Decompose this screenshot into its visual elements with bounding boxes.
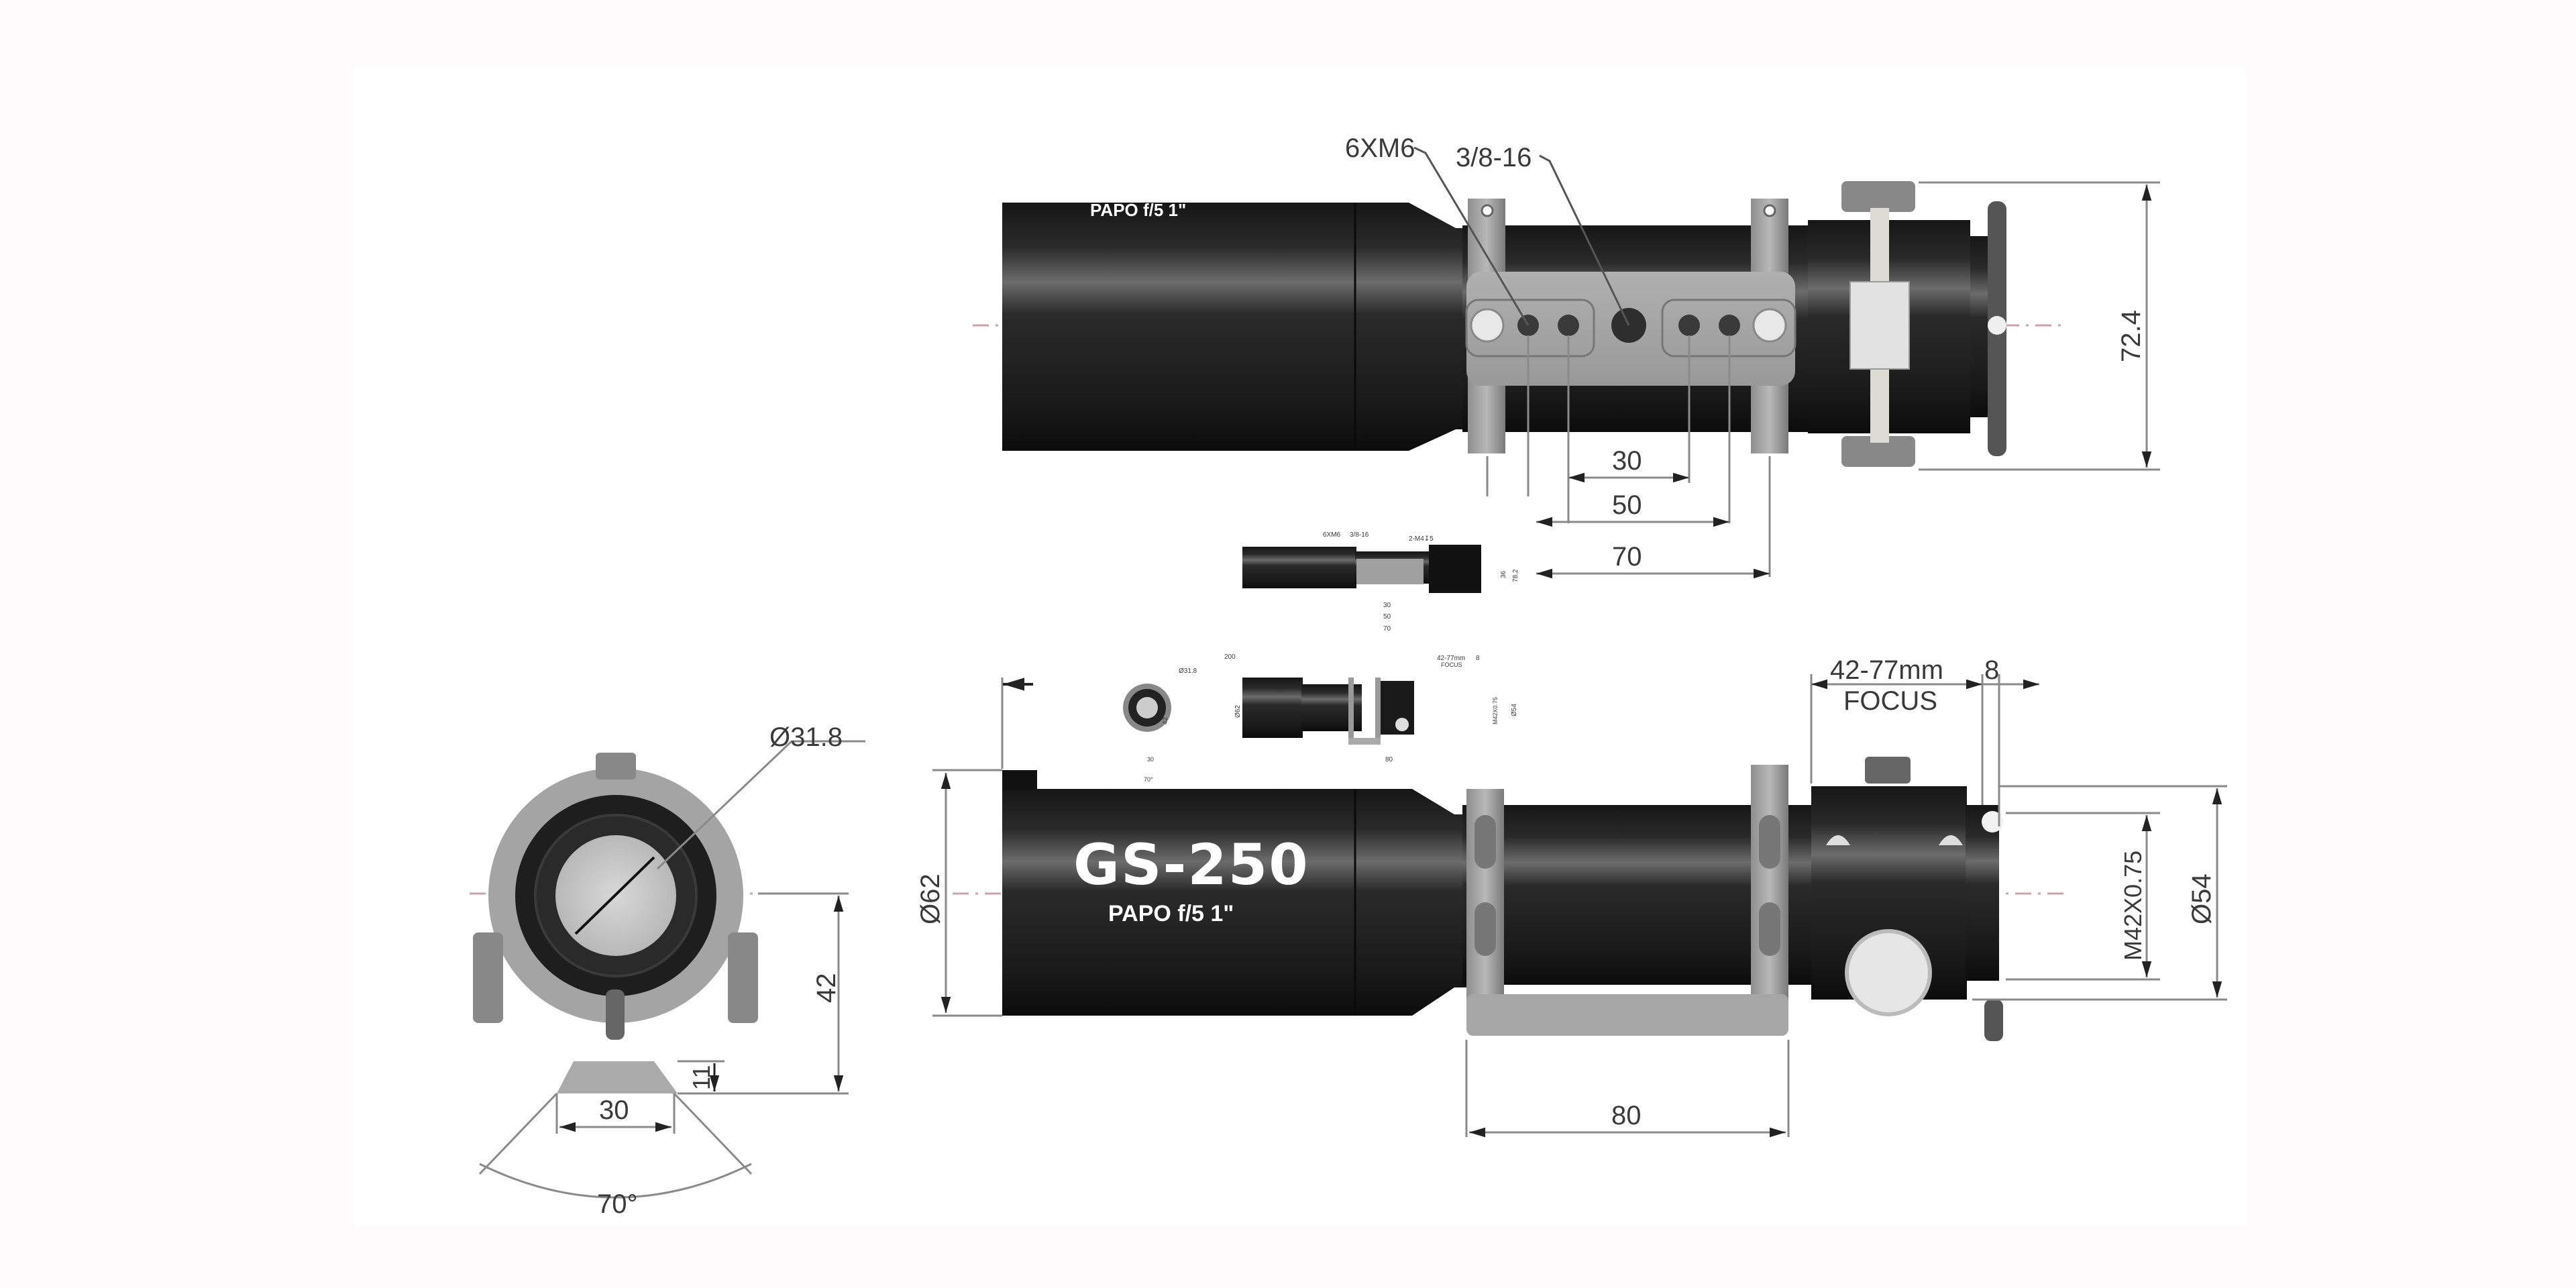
inset-dim-62: Ø62	[1234, 705, 1242, 718]
dim-m42: M42X0.75	[2119, 851, 2147, 961]
m6-hole	[1719, 315, 1740, 336]
inset-dim-50: 50	[1383, 613, 1391, 621]
inset-dim-54: Ø54	[1511, 704, 1518, 716]
dim-11: 11	[688, 1065, 715, 1090]
inset-dim-30: 30	[1383, 602, 1391, 609]
dim-focus-range: 42-77mm	[1830, 655, 1943, 685]
inset-focus-label: FOCUS	[1441, 661, 1462, 668]
inset-dim-70: 70	[1383, 625, 1391, 633]
objective-tube	[1002, 203, 1469, 451]
m6-hole	[1558, 315, 1579, 336]
inset-callout-6xm6: 6XM6	[1323, 531, 1341, 539]
inset-callout-m4: 2-M4↧5	[1409, 535, 1434, 543]
dim-30: 30	[1612, 446, 1642, 476]
dim-50: 50	[1612, 490, 1642, 520]
m6-hole	[1678, 315, 1700, 336]
end-view	[470, 740, 865, 1199]
product-subtitle: PAPO f/5 1"	[1108, 901, 1234, 926]
callout-6xm6: 6XM6	[1345, 133, 1415, 163]
inset-thumbnail	[1038, 545, 1536, 788]
inset-dim-8: 8	[1476, 655, 1480, 662]
top-view	[973, 146, 2160, 579]
lock-knob	[1865, 757, 1911, 784]
dim-80: 80	[1611, 1101, 1642, 1130]
inset-dim-m42: M42X0.75	[1492, 697, 1499, 724]
inset-dim-78: 78.2	[1512, 569, 1519, 582]
dim-30-foot: 30	[599, 1095, 629, 1125]
dim-8: 8	[1984, 655, 1999, 685]
pinion-block	[1849, 281, 1910, 370]
brand-label: GS-250	[1073, 832, 1309, 898]
inset-dim-70deg: 70°	[1144, 776, 1153, 783]
dim-bore-31-8: Ø31.8	[769, 722, 843, 752]
screw-head	[1470, 308, 1505, 343]
inset-dim-focus: 42-77mm	[1437, 655, 1465, 662]
dovetail-foot	[557, 1061, 678, 1093]
tube-ring-rear	[1751, 765, 1788, 1024]
inset-dim-200: 200	[1224, 653, 1236, 661]
dim-dia-62: Ø62	[916, 873, 945, 924]
inset-dim-bore: Ø31.8	[1179, 667, 1197, 675]
dim-70: 70	[1612, 542, 1642, 572]
inset-dim-36: 36	[1500, 570, 1507, 578]
objective-tube	[1002, 789, 1468, 1016]
focus-knob-bottom	[1841, 436, 1915, 467]
base-bracket	[1466, 994, 1788, 1036]
dim-focus-label: FOCUS	[1843, 686, 1937, 716]
top-tube-subtitle: PAPO f/5 1"	[1090, 200, 1186, 220]
callout-3-8-16: 3/8-16	[1456, 143, 1532, 172]
inset-dim-42: 42	[1162, 716, 1169, 724]
dim-dia-54: Ø54	[2187, 873, 2216, 924]
focus-knob	[1845, 929, 1932, 1016]
inset-dim-80: 80	[1385, 756, 1393, 763]
focus-knob-top	[1841, 181, 1915, 212]
inset-callout-3-8: 3/8-16	[1350, 531, 1369, 539]
dim-72-4: 72.4	[2116, 310, 2146, 362]
side-view	[932, 674, 2227, 1138]
screw-head	[1752, 308, 1787, 343]
inset-dim-30b: 30	[1147, 756, 1154, 763]
dim-42: 42	[812, 973, 841, 1004]
dim-70-degree: 70°	[597, 1189, 638, 1219]
